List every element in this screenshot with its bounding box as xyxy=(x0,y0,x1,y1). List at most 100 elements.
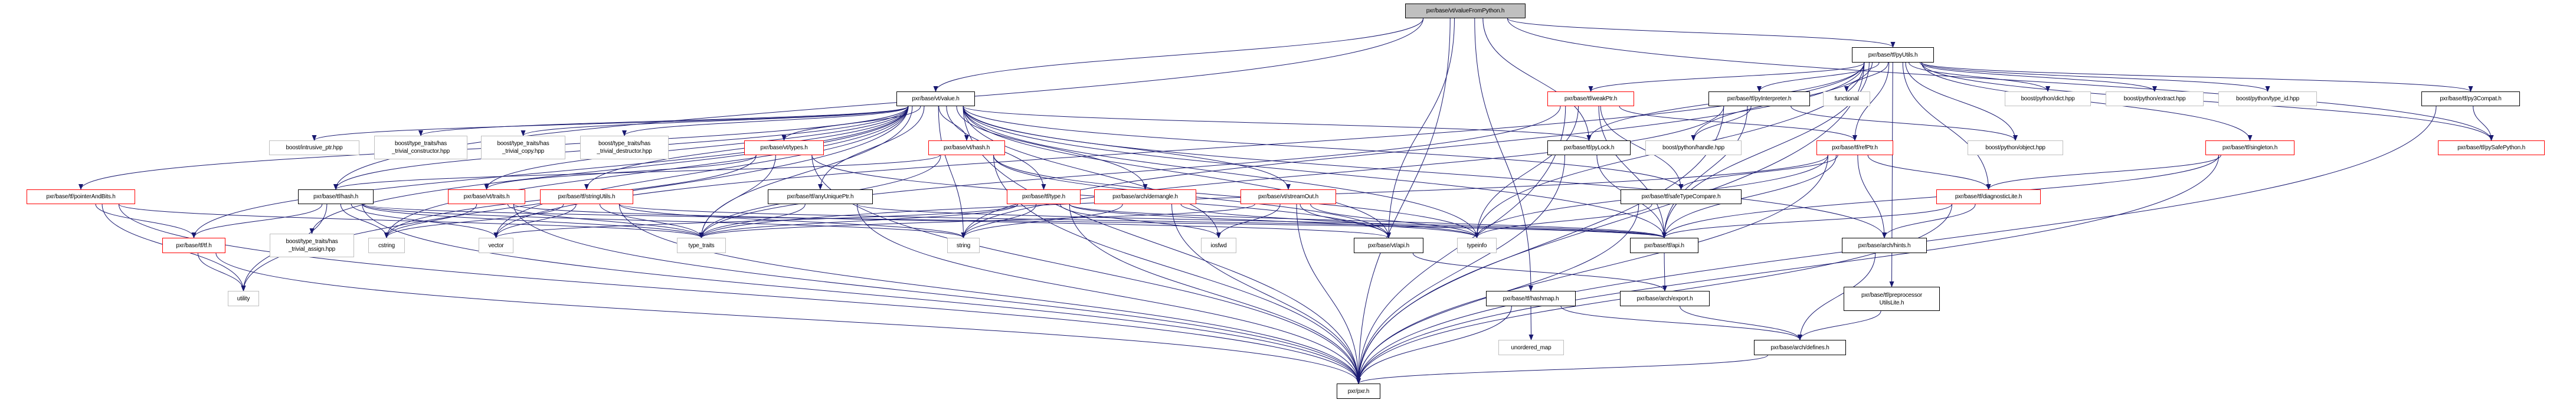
graph-node-stream-out[interactable]: pxr/base/vt/streamOut.h xyxy=(1240,189,1336,204)
dependency-edge xyxy=(362,204,704,238)
dependency-edge xyxy=(493,204,1019,238)
graph-node-vt-types[interactable]: pxr/base/vt/types.h xyxy=(744,140,824,155)
graph-node-pp-utils-lite[interactable]: pxr/base/tf/preprocessor UtilsLite.h xyxy=(1844,287,1940,311)
dependency-edge xyxy=(622,106,909,136)
dependency-edge xyxy=(362,204,1361,384)
dependency-edge xyxy=(1600,106,1684,190)
graph-node-defines[interactable]: pxr/base/arch/defines.h xyxy=(1754,340,1846,355)
dependency-edge xyxy=(963,106,1684,190)
dependency-edge xyxy=(1857,155,1887,238)
graph-node-py-safe-python[interactable]: pxr/base/tf/pySafePython.h xyxy=(2438,140,2545,155)
dependency-edge xyxy=(1180,204,1480,238)
dependency-edge xyxy=(191,204,323,238)
dependency-edge xyxy=(1069,204,1361,384)
dependency-edge xyxy=(599,204,704,238)
dependency-edge xyxy=(1300,204,1391,238)
dependency-edge xyxy=(938,106,966,238)
dependency-edge xyxy=(1791,106,2018,141)
dependency-edge xyxy=(1986,155,2221,190)
dependency-edge xyxy=(1588,62,1865,92)
graph-node-object: boost/python/object.hpp xyxy=(1968,140,2063,155)
graph-node-py-lock[interactable]: pxr/base/tf/pyLock.h xyxy=(1547,140,1631,155)
graph-node-vt-api[interactable]: pxr/base/vt/api.h xyxy=(1354,238,1423,253)
dependency-edge xyxy=(1356,306,1512,384)
graph-node-py-utils[interactable]: pxr/base/tf/pyUtils.h xyxy=(1852,47,1934,63)
graph-node-extract: boost/python/extract.hpp xyxy=(2106,91,2204,106)
dependency-edge xyxy=(1662,106,1748,238)
graph-node-handle: boost/python/handle.hpp xyxy=(1645,140,1742,155)
graph-node-ref-ptr[interactable]: pxr/base/tf/refPtr.h xyxy=(1816,140,1893,155)
graph-node-tf[interactable]: pxr/base/tf/tf.h xyxy=(162,238,225,253)
dependency-edge xyxy=(1867,155,1991,190)
graph-node-vt-traits[interactable]: pxr/base/vt/traits.h xyxy=(448,189,525,204)
dependency-edge xyxy=(1662,155,1837,238)
dependency-edge xyxy=(1060,204,1221,238)
dependency-edge xyxy=(938,106,969,141)
graph-node-htcopy: boost/type_traits/has _trivial_copy.hpp xyxy=(481,136,565,159)
dependency-edge xyxy=(2473,106,2494,141)
graph-node-iosfwd: iosfwd xyxy=(1201,238,1236,253)
graph-node-export[interactable]: pxr/base/arch/export.h xyxy=(1620,291,1710,306)
graph-node-dict: boost/python/dict.hpp xyxy=(2005,91,2091,106)
dependency-edge xyxy=(818,106,925,190)
dependency-edge xyxy=(1889,62,1894,287)
graph-node-weak-ptr[interactable]: pxr/base/tf/weakPtr.h xyxy=(1547,91,1634,106)
dependency-edge xyxy=(933,18,1424,92)
graph-node-htassign: boost/type_traits/has _trivial_assign.hp… xyxy=(270,234,354,257)
graph-node-safe-type-compare[interactable]: pxr/base/tf/safeTypeCompare.h xyxy=(1621,189,1742,204)
dependency-edge xyxy=(1662,204,1953,238)
dependency-edge xyxy=(961,106,1724,238)
dependency-edge xyxy=(963,106,1480,238)
dependency-edge xyxy=(1507,18,1896,48)
graph-node-diagnostic-lite[interactable]: pxr/base/tf/diagnosticLite.h xyxy=(1936,189,2041,204)
graph-node-tf-api[interactable]: pxr/base/tf/api.h xyxy=(1630,238,1698,253)
dependency-edge xyxy=(963,106,1592,141)
graph-node-value[interactable]: pxr/base/vt/value.h xyxy=(896,91,975,106)
graph-node-py-interpreter[interactable]: pxr/base/tf/pyInterpreter.h xyxy=(1708,91,1810,106)
graph-node-type-traits: type_traits xyxy=(677,238,726,253)
dependency-edge xyxy=(993,155,1480,238)
dependency-edge xyxy=(618,204,1361,384)
dependency-edge xyxy=(1680,306,1802,340)
graph-node-intrusive: boost/intrusive_ptr.hpp xyxy=(269,140,359,155)
graph-node-tf-hash[interactable]: pxr/base/tf/hash.h xyxy=(298,189,374,204)
dependency-edge xyxy=(1905,62,2018,141)
graph-node-singleton[interactable]: pxr/base/tf/singleton.h xyxy=(2205,140,2294,155)
graph-node-pointer-and-bits[interactable]: pxr/base/tf/pointerAndBits.h xyxy=(27,189,135,204)
graph-node-string-utils[interactable]: pxr/base/tf/stringUtils.h xyxy=(540,189,633,204)
graph-node-string: string xyxy=(947,238,980,253)
graph-node-hashmap[interactable]: pxr/base/tf/hashmap.h xyxy=(1486,291,1576,306)
dependency-edge xyxy=(1662,253,1667,291)
dependency-edge xyxy=(1902,62,1991,190)
dependency-edge xyxy=(384,204,564,238)
graph-node-demangle[interactable]: pxr/base/arch/demangle.h xyxy=(1094,189,1196,204)
graph-node-pxr[interactable]: pxr/pxr.h xyxy=(1337,384,1380,399)
dependency-edge xyxy=(1619,106,1857,141)
dependency-edge xyxy=(1691,106,1752,141)
dependency-edge xyxy=(1798,253,1876,340)
graph-node-vector: vector xyxy=(479,238,513,253)
graph-node-any-unique-ptr[interactable]: pxr/base/tf/anyUniquePtr.h xyxy=(768,189,873,204)
dependency-edge xyxy=(197,253,246,291)
dependency-edge xyxy=(1069,204,1480,238)
dependency-edge xyxy=(384,204,477,238)
dependency-edge xyxy=(963,106,1391,238)
dependency-edge xyxy=(1852,62,1890,141)
dependency-edge xyxy=(312,106,909,141)
graph-node-unordered-map: unordered_map xyxy=(1498,340,1564,355)
graph-node-root[interactable]: pxr/base/vt/valueFromPython.h xyxy=(1405,4,1526,18)
graph-node-htdtor: boost/type_traits/has _trivial_destructo… xyxy=(580,136,669,159)
graph-node-utility: utility xyxy=(228,291,259,306)
graph-node-hints[interactable]: pxr/base/arch/hints.h xyxy=(1842,238,1927,253)
graph-node-py3-compat[interactable]: pxr/base/tf/py3Compat.h xyxy=(2421,91,2520,106)
dependency-edge xyxy=(362,204,1667,238)
dependency-edge xyxy=(956,106,1148,190)
dependency-edge xyxy=(1909,62,2050,92)
dependency-edge xyxy=(95,204,197,238)
dependency-edge xyxy=(1356,155,1566,384)
graph-node-vt-hash[interactable]: pxr/base/vt/hash.h xyxy=(928,140,1005,155)
graph-node-tf-type[interactable]: pxr/base/tf/type.h xyxy=(1007,189,1081,204)
dependency-edge xyxy=(1386,18,1455,238)
dependency-edge xyxy=(521,106,909,136)
